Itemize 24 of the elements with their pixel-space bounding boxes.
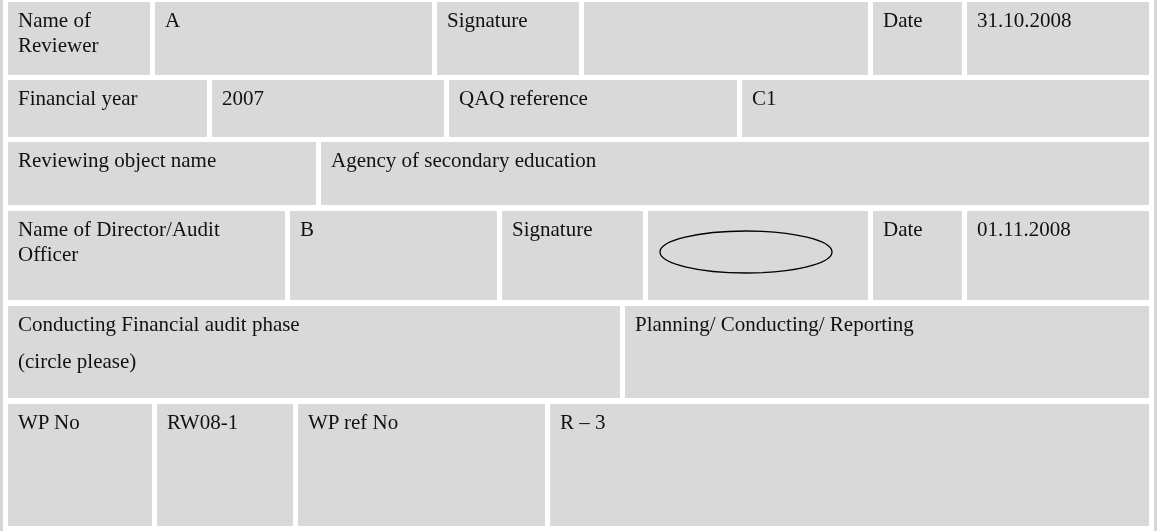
cell-text: 01.11.2008	[977, 217, 1072, 242]
cell-text: RW08-1	[167, 410, 240, 435]
cell-text: WP No	[18, 410, 81, 435]
cell-text: 2007	[222, 86, 265, 111]
cell-text: WP ref No	[308, 410, 400, 435]
cell-text: Agency of secondary education	[331, 148, 598, 173]
cell-text: QAQ reference	[459, 86, 589, 111]
cell-text: Reviewing object name	[18, 148, 218, 173]
cell-text: Signature	[512, 217, 594, 242]
cell-text: Name of Reviewer	[18, 8, 100, 58]
cell-text: Planning/ Conducting/ Reporting	[635, 312, 915, 337]
cell-text: Name of Director/Audit Officer	[18, 217, 221, 267]
cell-text: Conducting Financial audit phase	[18, 312, 301, 337]
cell-text: C1	[752, 86, 778, 111]
cell-text: Signature	[447, 8, 529, 33]
cell-text: Date	[883, 217, 924, 242]
cell-text: Financial year	[18, 86, 139, 111]
signature-ellipse	[659, 230, 833, 274]
cell-text: (circle please)	[18, 349, 138, 374]
cell-text: 31.10.2008	[977, 8, 1073, 33]
cell-text: Date	[883, 8, 924, 33]
cell-text: A	[165, 8, 182, 33]
cell-text: R – 3	[560, 410, 607, 435]
cell-text: B	[300, 217, 315, 242]
